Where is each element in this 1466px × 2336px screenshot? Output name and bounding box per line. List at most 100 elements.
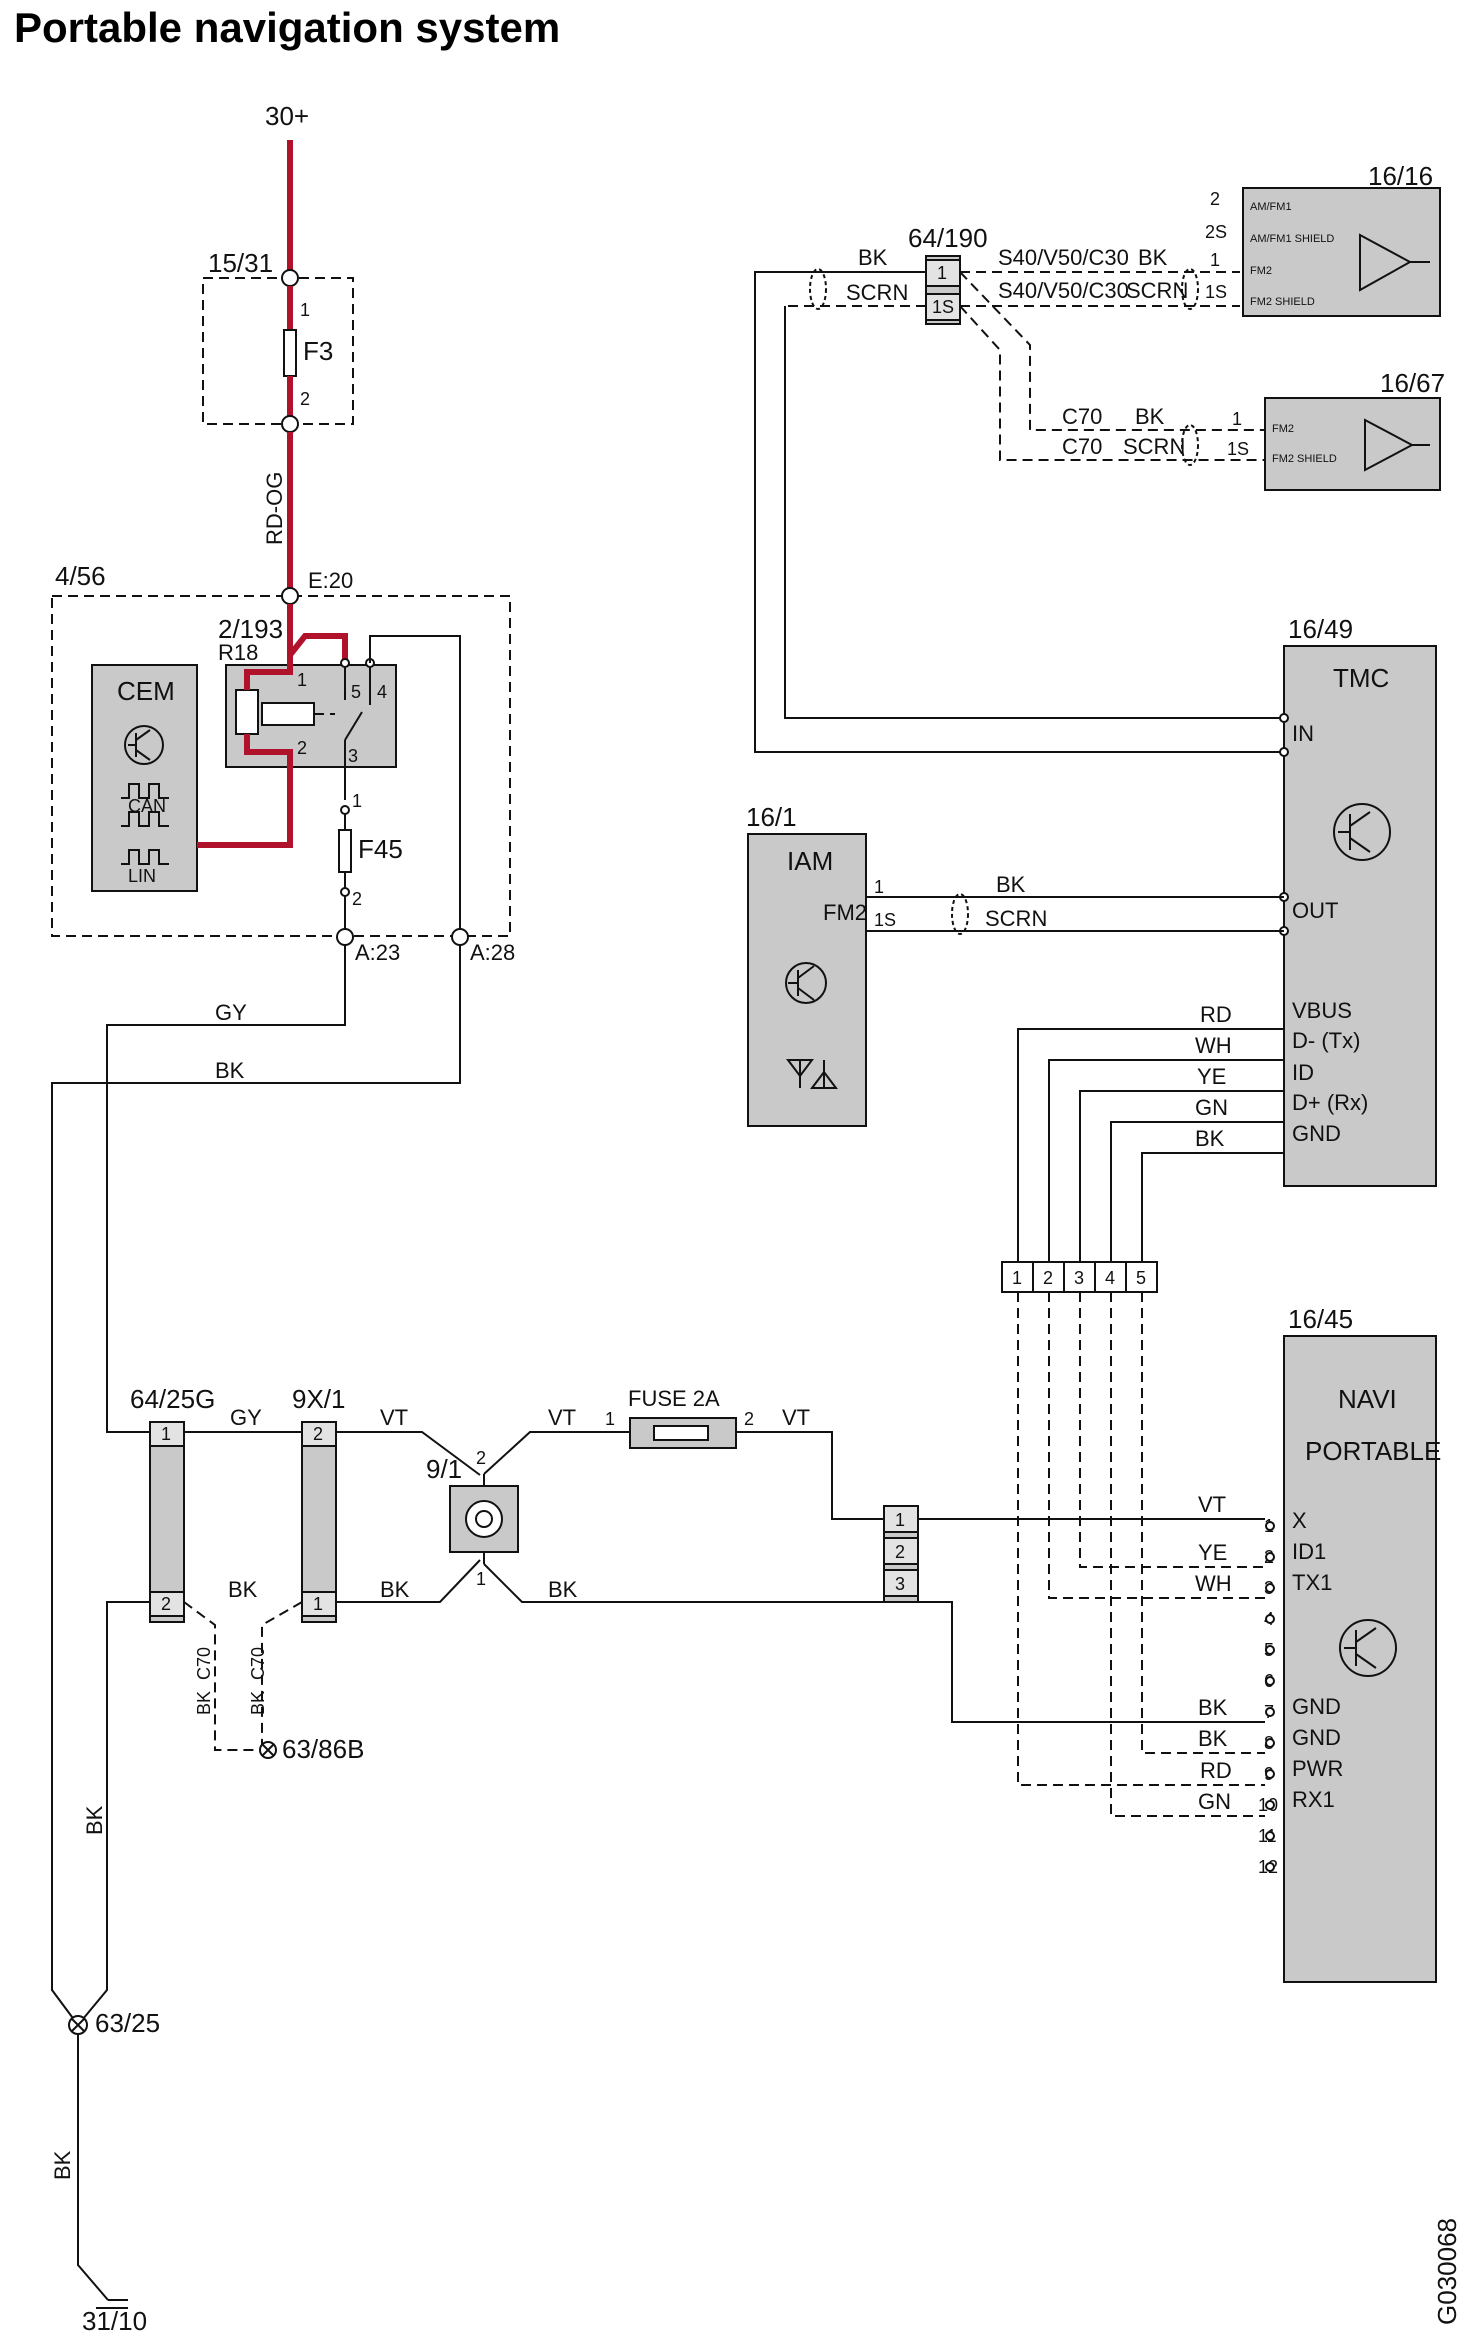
label-lin: LIN — [128, 866, 156, 886]
radio-16-16 — [1242, 187, 1441, 317]
label-2-193: 2/193 — [218, 614, 283, 644]
wire-label-scrn: SCRN — [1123, 434, 1185, 459]
label-e20: E:20 — [308, 568, 353, 593]
wire-label-bk: BK — [228, 1577, 258, 1602]
pin-label: 2 — [352, 889, 362, 909]
fuse-f3 — [283, 329, 297, 377]
label-f3: F3 — [303, 336, 333, 366]
wire-vt-socket — [336, 1431, 481, 1476]
pin-label: 3 — [348, 746, 358, 766]
wire-label-bk: BK — [548, 1577, 578, 1602]
label-9x-1: 9X/1 — [292, 1384, 346, 1414]
wire-scrn-tmc — [784, 305, 926, 718]
pin-name: RX1 — [1292, 1787, 1335, 1812]
terminal-e20 — [281, 587, 299, 605]
navi-pin-dot — [1265, 1552, 1275, 1562]
wire-c70-radio — [959, 271, 1265, 461]
label-16-45: 16/45 — [1288, 1304, 1353, 1334]
wire-label-bk: BK — [248, 1691, 268, 1715]
pin-name: PWR — [1292, 1756, 1343, 1781]
connector-9x-1-pin1 — [301, 1591, 337, 1617]
f45-terminal-1 — [340, 805, 350, 815]
navi-pin-dot — [1265, 1862, 1275, 1872]
label-9-1: 9/1 — [426, 1454, 462, 1484]
wire-bk-31-10 — [77, 2034, 109, 2301]
iam-module — [747, 833, 867, 1127]
shield-icon — [1181, 268, 1199, 310]
label-f45: F45 — [358, 834, 403, 864]
pin-label: 1 — [1232, 409, 1242, 429]
pin-label: 2 — [895, 1542, 905, 1562]
pin-name: D- (Tx) — [1292, 1028, 1360, 1053]
pin-label: 5 — [1136, 1268, 1146, 1288]
tmc-pin-dot — [1279, 713, 1289, 723]
wire-red-contact — [287, 604, 348, 664]
pin-label: 4 — [1105, 1268, 1115, 1288]
pin-label: 1S — [1205, 282, 1227, 302]
pin-label: 2 — [300, 389, 310, 409]
transistor-symbol — [128, 729, 151, 761]
terminal-a23 — [336, 928, 354, 946]
wire-red-coil-2 — [197, 734, 293, 848]
wire-label-c70: C70 — [1062, 434, 1102, 459]
pin-label: 2S — [1205, 222, 1227, 242]
cem-unit — [91, 664, 198, 892]
navi-pin-dot — [1265, 1738, 1275, 1748]
label-fuse-2a: FUSE 2A — [628, 1386, 720, 1411]
tmc-pins: IN OUT VBUS D- (Tx) ID D+ (Rx) GND — [1292, 721, 1368, 1146]
wire-gy — [106, 945, 346, 1433]
wire-ye-id1 — [1079, 1292, 1265, 1568]
wire-label-ye: YE — [1197, 1064, 1226, 1089]
wire-label-bk: BK — [1135, 404, 1165, 429]
pin-label: 1 — [874, 877, 884, 897]
pin-name: FM2 SHIELD — [1272, 453, 1337, 465]
ground-symbol — [96, 2299, 128, 2309]
pin-label: 1 — [1210, 250, 1220, 270]
wire-label-c70: C70 — [248, 1647, 268, 1680]
wire-wh — [1048, 1059, 1284, 1262]
wire-label-bk: BK — [215, 1058, 245, 1083]
wire-bk-gnd8 — [1141, 1292, 1265, 1754]
pin-name: AM/FM1 — [1250, 201, 1292, 213]
fusebox-terminal-bottom — [281, 415, 299, 433]
pin-label: 1 — [605, 1409, 615, 1429]
pin-label: 2 — [297, 738, 307, 758]
connector-3pin-pin1 — [883, 1505, 919, 1533]
wire-label-bk: BK — [50, 2150, 75, 2180]
transistor-icon — [1333, 803, 1391, 861]
pin-label: 1S — [932, 297, 954, 317]
pin-label: 2 — [744, 1409, 754, 1429]
can-signal-icon-2 — [121, 811, 169, 827]
label-31-10: 31/10 — [82, 2306, 147, 2336]
connector-64-25g-pin2 — [149, 1591, 185, 1617]
f45-terminal-2 — [340, 887, 350, 897]
label-64-190: 64/190 — [908, 223, 988, 253]
pin-label: 1 — [352, 791, 362, 811]
wire-bk-socket — [336, 1559, 481, 1603]
label-fm2: FM2 — [823, 900, 867, 925]
connector-64-25g-pin1 — [149, 1421, 185, 1447]
pin-label: 1 — [161, 1424, 171, 1444]
pin-name: ID — [1292, 1060, 1314, 1085]
wire-vt-fuse — [483, 1431, 630, 1475]
pin-label: 1S — [1227, 439, 1249, 459]
wire-iam-tmc — [866, 896, 1284, 932]
wire-label-ye: YE — [1198, 1540, 1227, 1565]
pin-name: VBUS — [1292, 998, 1352, 1023]
can-signal-icon — [121, 783, 169, 799]
wire-ye — [1079, 1090, 1284, 1262]
socket-inner — [475, 1510, 493, 1528]
connector-9x-1-pin2 — [301, 1421, 337, 1447]
wire-label-bk: BK — [380, 1577, 410, 1602]
pin-label: 1 — [297, 670, 307, 690]
navi-pin-dot — [1265, 1583, 1275, 1593]
transistor-icon — [785, 962, 827, 1004]
wire-label-s40: S40/V50/C30 — [998, 278, 1129, 303]
relay-coil-resistor — [235, 689, 259, 735]
navi-pin-dot — [1265, 1521, 1275, 1531]
wire-label-scrn: SCRN — [1126, 278, 1188, 303]
pin-name: GND — [1292, 1694, 1341, 1719]
connector-3pin-pin2 — [883, 1537, 919, 1565]
wire-wh-tx1 — [1048, 1292, 1265, 1599]
